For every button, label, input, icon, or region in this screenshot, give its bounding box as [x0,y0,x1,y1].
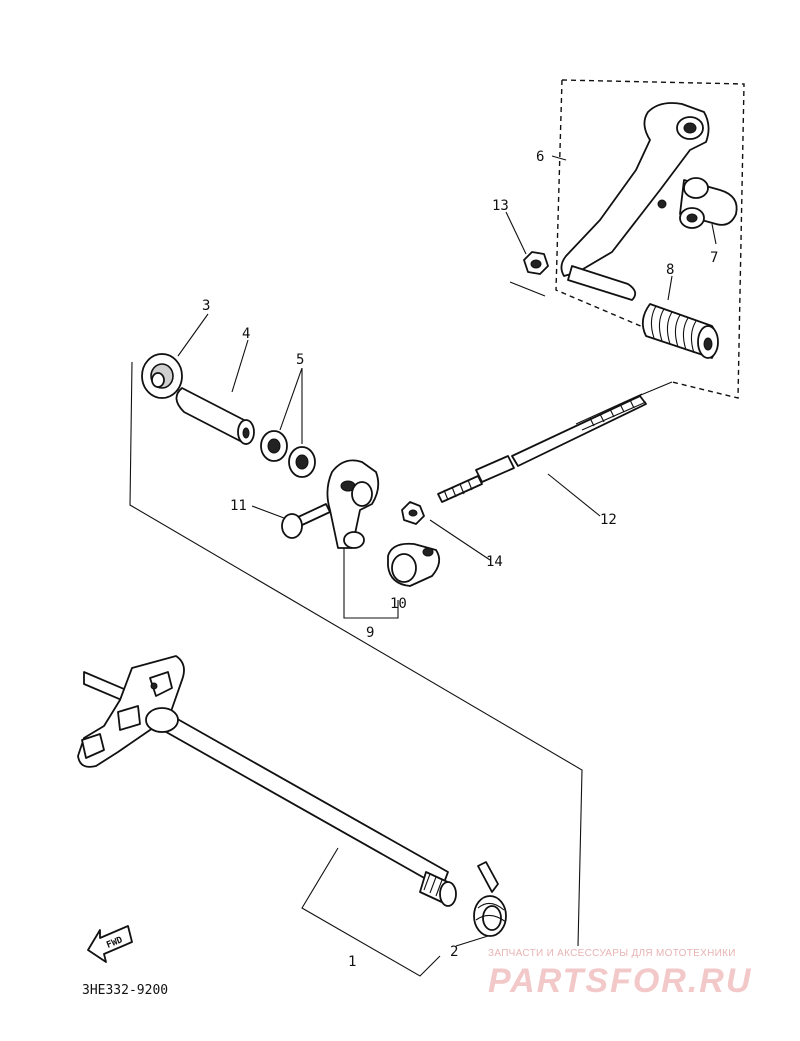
callout-13: 13 [492,198,509,214]
pedal-assembly-dashed-left [555,79,665,337]
bolt [281,503,331,539]
callout-14: 14 [486,554,503,570]
watermark-brand: PARTSFOR.RU [488,962,752,1000]
pedal-rubber [641,303,719,359]
callout-12: 12 [600,512,617,528]
pedal-pivot-bolt [657,177,738,229]
watermark-caption: ЗАПЧАСТИ И АКСЕССУАРЫ ДЛЯ МОТОТЕХНИКИ [488,948,736,959]
shift-arm [326,459,380,549]
drawing-code: 3HE332-9200 [82,983,168,998]
callout-7: 7 [710,250,718,266]
callout-10: 10 [390,596,407,612]
callout-6: 6 [536,149,544,165]
shift-shaft [77,655,457,907]
bearings [260,430,316,478]
nut [523,251,549,275]
rod-end-joint [387,542,441,587]
callout-4: 4 [242,326,250,342]
collar [175,387,255,445]
callout-11: 11 [230,498,247,514]
shift-rod [437,393,647,503]
return-spring [473,861,507,937]
shift-pedal-arm [560,102,710,301]
lock-nut [401,501,425,525]
callout-5: 5 [296,352,304,368]
callout-2: 2 [450,944,458,960]
fwd-arrow-icon: FWD [87,925,133,963]
callout-3: 3 [202,298,210,314]
exploded-guide-lines [129,281,673,947]
callout-9: 9 [366,625,374,641]
callout-8: 8 [666,262,674,278]
callout-leaders [177,155,717,977]
pedal-assembly-dashed-outline [561,79,745,399]
oil-seal [141,353,183,399]
callout-1: 1 [348,954,356,970]
